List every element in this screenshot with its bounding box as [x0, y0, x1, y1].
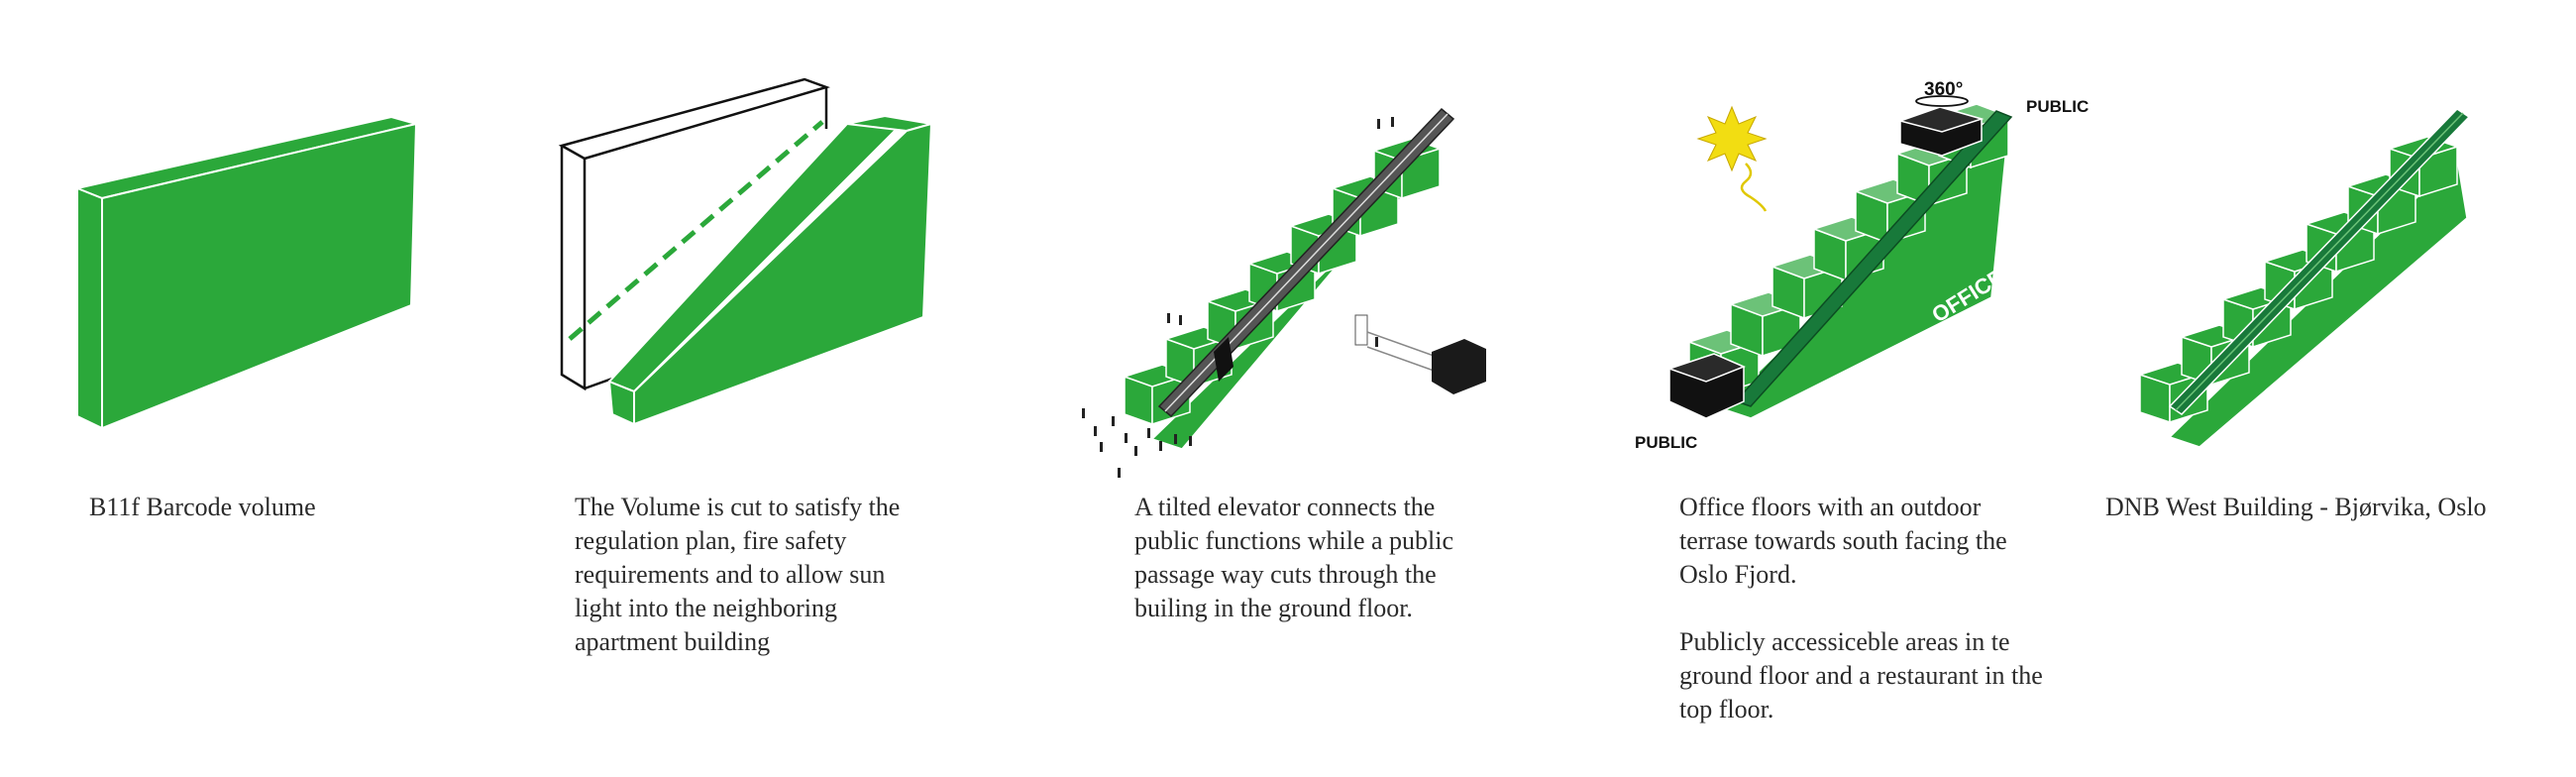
tilted-elevator-building	[1082, 107, 1486, 478]
public-label-top: PUBLIC	[2026, 97, 2089, 116]
rotate-arrow-icon	[1915, 95, 1969, 107]
public-passage	[1354, 314, 1368, 346]
caption-cut: The Volume is cut to satisfy the regulat…	[575, 491, 916, 659]
barcode-volume	[73, 115, 418, 430]
dnb-west-building	[2137, 108, 2471, 448]
caption-text: Office floors with an outdoor terrase to…	[1679, 493, 2007, 589]
caption-text: DNB West Building - Bjørvika, Oslo	[2105, 493, 2487, 521]
cut-volume	[558, 77, 933, 426]
caption-barcode: B11f Barcode volume	[89, 491, 357, 524]
caption-office: Office floors with an outdoor terrase to…	[1679, 491, 2046, 726]
rotate-label: 360°	[1924, 79, 1963, 100]
cut-line	[568, 120, 824, 341]
people-figures	[1082, 117, 1394, 478]
elevator-cab	[1214, 337, 1234, 382]
passage-notch	[2368, 309, 2380, 329]
caption-dnb: DNB West Building - Bjørvika, Oslo	[2105, 491, 2522, 524]
caption-text: A tilted elevator connects the public fu…	[1134, 493, 1454, 622]
caption-text: Publicly accessiceble areas in te ground…	[1679, 627, 2043, 723]
sun-icon	[1696, 105, 1768, 172]
caption-text: B11f Barcode volume	[89, 493, 316, 521]
caption-text: The Volume is cut to satisfy the regulat…	[575, 493, 901, 656]
public-label-bottom: PUBLIC	[1635, 433, 1697, 452]
sun-ray	[1740, 163, 1768, 212]
office-building: 360° PUBLIC PUBLIC OFFICE	[1635, 79, 2089, 452]
caption-elevator: A tilted elevator connects the public fu…	[1134, 491, 1461, 625]
passage-block	[1432, 339, 1486, 394]
